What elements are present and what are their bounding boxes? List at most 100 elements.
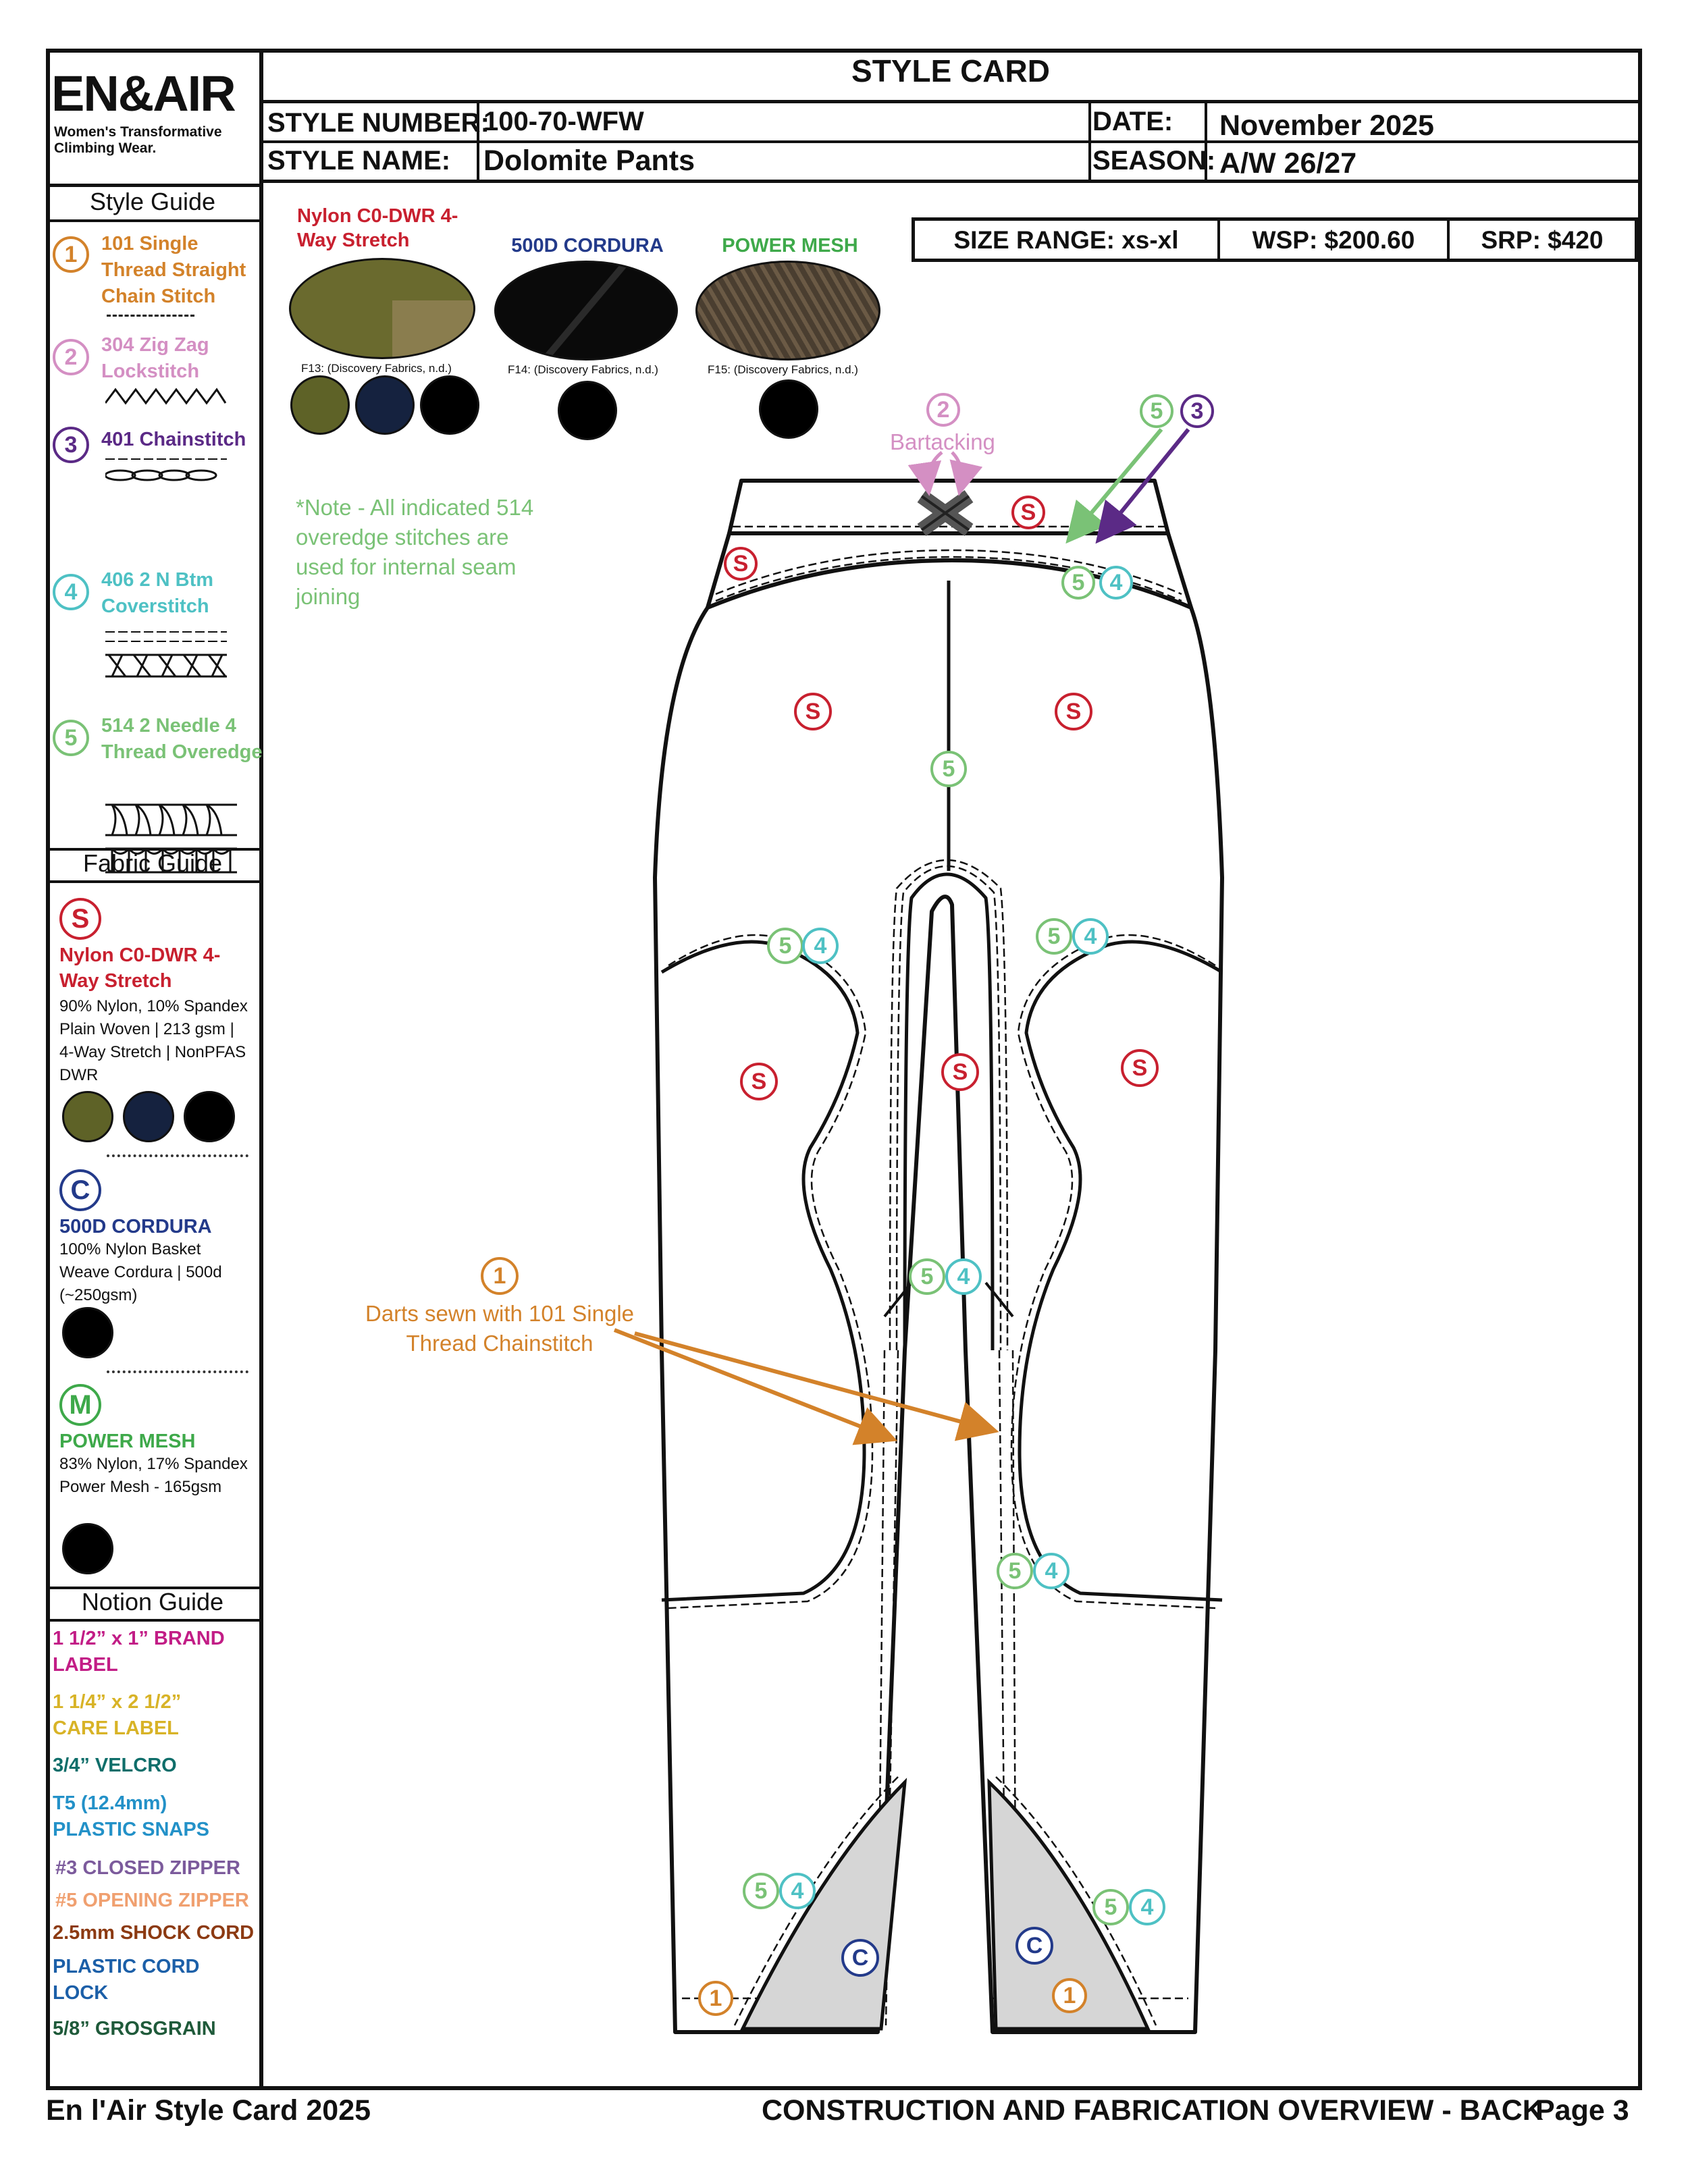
callout-5: 5: [743, 1873, 779, 1909]
callout-4: 4: [802, 928, 839, 964]
notion-closed-zipper: #3 CLOSED ZIPPER: [55, 1857, 240, 1879]
swatch-black: [62, 1523, 113, 1574]
footer-section: CONSTRUCTION AND FABRICATION OVERVIEW - …: [762, 2094, 1544, 2127]
swatch-black: [759, 379, 818, 439]
page-title: STYLE CARD: [851, 53, 1050, 88]
swatch-olive: [290, 375, 350, 435]
fabric-s-marker: S: [1055, 693, 1092, 730]
footer-left: En l'Air Style Card 2025: [46, 2094, 371, 2127]
divider: [1088, 100, 1091, 180]
swatch-black: [62, 1307, 113, 1358]
chainstitch-icon: [105, 458, 227, 481]
notion-care-label: 1 1/4” x 2 1/2” CARE LABEL: [53, 1691, 182, 1739]
stitch-4-badge: 4: [53, 574, 89, 610]
notion-velcro: 3/4” VELCRO: [53, 1755, 177, 1776]
srp-price: SRP: $420: [1481, 226, 1604, 254]
fabric-guide-title: Fabric Guide: [82, 849, 223, 877]
dotted-divider: [107, 1370, 248, 1373]
fabric-s-marker: S: [794, 693, 832, 730]
stitch-3-badge: 3: [53, 427, 89, 463]
style-number-label: STYLE NUMBER:: [267, 108, 490, 138]
seam-note: *Note - All indicated 514 overedge stitc…: [296, 495, 534, 609]
sample-mesh-head: POWER MESH: [722, 235, 858, 257]
sample-nylon-credit: F13: (Discovery Fabrics, n.d.): [301, 362, 452, 375]
brand-tagline: Women's Transformative Climbing Wear.: [54, 124, 257, 157]
notion-opening-zipper: #5 OPENING ZIPPER: [55, 1890, 249, 1911]
callout-5: 5: [997, 1553, 1033, 1589]
callout-4: 4: [779, 1873, 816, 1909]
callout-5: 5: [930, 751, 967, 787]
callout-5: 5: [767, 928, 803, 964]
fabric-m-name: POWER MESH: [59, 1431, 196, 1452]
callout-5: 5: [909, 1258, 945, 1295]
divider: [263, 140, 1641, 143]
divider: [46, 1587, 259, 1589]
coverstitch-icon: [105, 631, 227, 678]
stitch-1-label: 101 Single Thread Straight Chain Stitch: [101, 233, 246, 307]
fabric-m-badge: M: [59, 1384, 101, 1426]
fabric-s-marker: S: [941, 1053, 979, 1091]
callout-4: 4: [1072, 918, 1109, 955]
stitch-5-label: 514 2 Needle 4 Thread Overedge: [101, 715, 263, 763]
sample-nylon-image: [289, 258, 475, 359]
zigzag-stitch-icon: [105, 388, 227, 405]
divider: [1447, 221, 1450, 259]
callout-1: 1: [1052, 1978, 1087, 2013]
stitch-5-badge: 5: [53, 720, 89, 756]
divider: [46, 880, 259, 883]
stitch-2-badge: 2: [53, 339, 89, 375]
callout-4: 4: [1099, 566, 1133, 600]
notion-brand-label: 1 1/2” x 1” BRAND LABEL: [53, 1628, 225, 1676]
fabric-s-marker: S: [1121, 1049, 1159, 1087]
callout-2: 2: [926, 393, 960, 427]
season-value: A/W 26/27: [1219, 147, 1357, 180]
callout-3: 3: [1180, 394, 1214, 428]
callout-4: 4: [1129, 1889, 1165, 1925]
bartacking-label: Bartacking: [890, 429, 995, 454]
size-range: SIZE RANGE: xs-xl: [953, 226, 1179, 254]
fabric-s-marker: S: [724, 547, 758, 581]
wsp-price: WSP: $200.60: [1252, 226, 1415, 254]
divider: [263, 180, 1641, 183]
brand-logo: EN&AIR: [51, 65, 236, 122]
notion-shock-cord: 2.5mm SHOCK CORD: [53, 1922, 255, 1944]
tagline-line1: Women's Transformative: [54, 124, 222, 140]
divider: [46, 848, 259, 851]
fabric-s-marker: S: [1011, 496, 1045, 529]
divider: [46, 184, 259, 187]
swatch-black: [184, 1091, 235, 1142]
callout-4: 4: [945, 1258, 982, 1295]
sample-mesh-image: [695, 261, 880, 361]
swatch-navy: [123, 1091, 174, 1142]
sample-cordura-credit: F14: (Discovery Fabrics, n.d.): [508, 363, 658, 376]
pricing-bar: SIZE RANGE: xs-xl WSP: $200.60 SRP: $420: [912, 217, 1638, 262]
fabric-s-badge: S: [59, 898, 101, 940]
fabric-s-name: Nylon C0-DWR 4-Way Stretch: [59, 944, 221, 992]
swatch-olive: [62, 1091, 113, 1142]
fabric-s-marker: S: [740, 1063, 778, 1100]
fabric-m-desc: 83% Nylon, 17% Spandex Power Mesh - 165g…: [59, 1455, 248, 1496]
fabric-c-marker: C: [841, 1939, 879, 1977]
sample-mesh-credit: F15: (Discovery Fabrics, n.d.): [708, 363, 858, 376]
date-value: November 2025: [1219, 109, 1434, 142]
stitch-2-label: 304 Zig Zag Lockstitch: [101, 334, 209, 382]
chain-stitch-icon: [107, 315, 194, 317]
darts-label-line1: Darts sewn with 101 Single: [365, 1301, 635, 1326]
sample-cordura-image: [494, 261, 678, 361]
notion-cord-lock: PLASTIC CORD LOCK: [53, 1956, 200, 2004]
callout-4: 4: [1033, 1553, 1070, 1589]
divider: [477, 100, 479, 180]
tagline-line2: Climbing Wear.: [54, 140, 157, 156]
divider: [1217, 221, 1220, 259]
fabric-c-name: 500D CORDURA: [59, 1216, 212, 1237]
fabric-c-badge: C: [59, 1169, 101, 1211]
page-frame: [46, 49, 1642, 2090]
callout-5: 5: [1061, 566, 1095, 600]
page-number: Page 3: [1535, 2094, 1629, 2127]
divider: [263, 100, 1641, 103]
dotted-divider: [107, 1154, 248, 1157]
style-name-label: STYLE NAME:: [267, 146, 451, 176]
notion-snaps: T5 (12.4mm) PLASTIC SNAPS: [53, 1792, 210, 1840]
season-label: SEASON:: [1092, 146, 1216, 176]
